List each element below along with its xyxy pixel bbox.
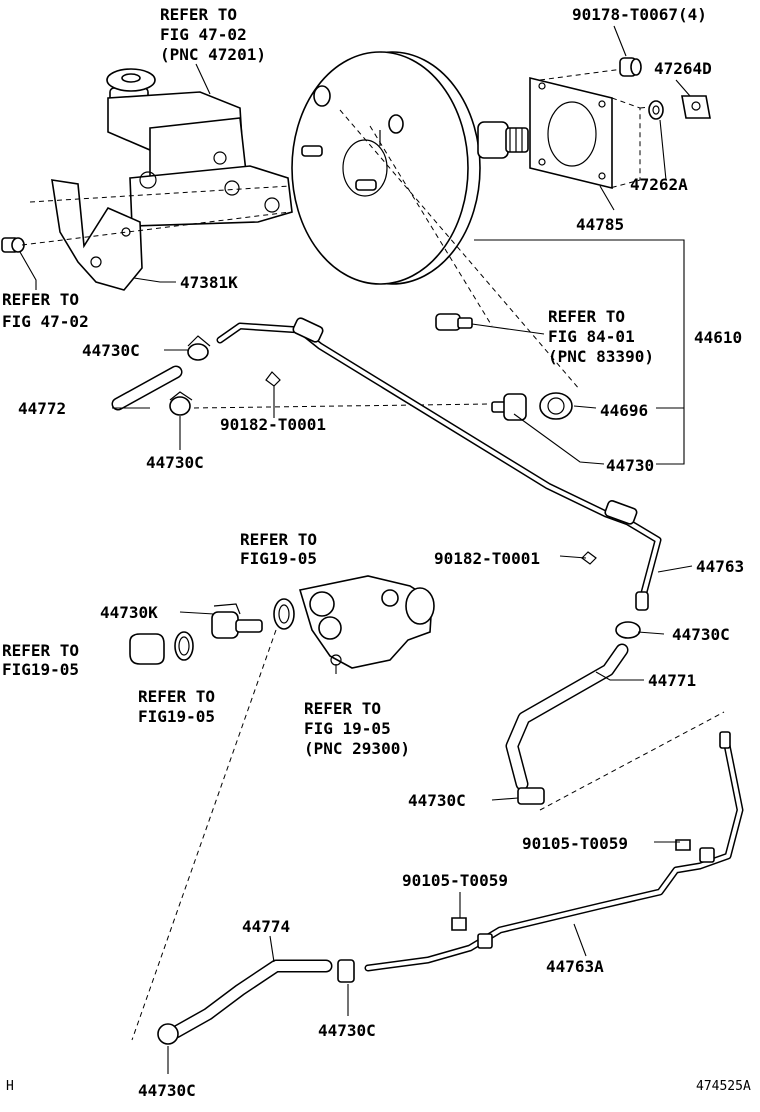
clip-44771-top	[615, 621, 641, 639]
check-valve-44730	[491, 393, 527, 421]
washer-47262a	[648, 100, 664, 120]
bracket-47381k	[51, 179, 143, 291]
label-refer-84-1: REFER TO	[548, 307, 625, 326]
label-refer-left-2: FIG 47-02	[2, 312, 89, 331]
label-refer-master-2: FIG 47-02	[160, 25, 247, 44]
label-44763a: 44763A	[546, 957, 604, 976]
master-cylinder	[106, 68, 323, 227]
gasket-refer-fig19-05	[174, 631, 194, 661]
label-refer-master-3: (PNC 47201)	[160, 45, 266, 64]
label-90105-b: 90105-T0059	[402, 871, 508, 890]
label-90105-a: 90105-T0059	[522, 834, 628, 853]
label-44730c-a: 44730C	[82, 341, 140, 360]
clamp-90182-upper	[265, 371, 281, 387]
label-refer-84-3: (PNC 83390)	[548, 347, 654, 366]
union-44730k	[211, 603, 263, 639]
label-44730k: 44730K	[100, 603, 158, 622]
label-44696: 44696	[600, 401, 648, 420]
gasket-44785	[529, 76, 613, 190]
label-refer-84-2: FIG 84-01	[548, 327, 635, 346]
label-47381k: 47381K	[180, 273, 238, 292]
clip-44771-bottom	[517, 787, 545, 805]
brake-booster	[291, 51, 481, 285]
booster-pushrod	[477, 121, 529, 159]
label-refer-cap-2: FIG19-05	[2, 660, 79, 679]
label-refer-pump-2: FIG19-05	[240, 549, 317, 568]
label-refer-gasket-2: FIG19-05	[138, 707, 215, 726]
part-labels: REFER TO FIG 47-02 (PNC 47201) 90178-T00…	[2, 5, 751, 1100]
label-44771: 44771	[648, 671, 696, 690]
label-refer-vac-2: FIG 19-05	[304, 719, 391, 738]
label-44730c-f: 44730C	[138, 1081, 196, 1100]
hose-44772	[111, 365, 183, 411]
hose-44771	[505, 643, 629, 791]
label-44610: 44610	[694, 328, 742, 347]
tube-44763	[216, 317, 662, 611]
cap-refer-fig19-05	[129, 633, 165, 665]
o-ring-pump	[273, 598, 295, 630]
clip-44774-left	[157, 1023, 179, 1045]
leader-lines	[19, 25, 693, 1074]
label-refer-pump-1: REFER TO	[240, 530, 317, 549]
label-44730c-d: 44730C	[408, 791, 466, 810]
label-44763: 44763	[696, 557, 744, 576]
clamp-90182-lower	[581, 551, 597, 565]
label-nut-90178: 90178-T0067(4)	[572, 5, 707, 24]
label-44730c-b: 44730C	[146, 453, 204, 472]
label-refer-gasket-1: REFER TO	[138, 687, 215, 706]
clevis-47264d	[681, 95, 711, 119]
grommet-44696	[539, 392, 573, 420]
label-47262a: 47262A	[630, 175, 688, 194]
label-47264d: 47264D	[654, 59, 712, 78]
clip-upper-44730c	[187, 335, 211, 361]
label-44730c-e: 44730C	[318, 1021, 376, 1040]
label-refer-vac-1: REFER TO	[304, 699, 381, 718]
label-90182-a: 90182-T0001	[220, 415, 326, 434]
tube-44763a	[364, 731, 744, 972]
label-refer-master-1: REFER TO	[160, 5, 237, 24]
label-refer-left-1: REFER TO	[2, 290, 79, 309]
label-44785: 44785	[576, 215, 624, 234]
hose-44774	[169, 959, 333, 1039]
label-44774: 44774	[242, 917, 290, 936]
label-90182-b: 90182-T0001	[434, 549, 540, 568]
label-refer-cap-1: REFER TO	[2, 641, 79, 660]
bolt-90105-left	[451, 917, 467, 931]
clip-44774-right	[337, 959, 355, 983]
label-44772: 44772	[18, 399, 66, 418]
nut-90178	[619, 57, 642, 77]
corner-mark: H	[6, 1079, 14, 1094]
figure-id: 474525A	[696, 1079, 751, 1094]
label-44730: 44730	[606, 456, 654, 475]
nut-left	[1, 237, 25, 253]
vacuum-pump	[298, 575, 435, 669]
clip-lower-44730c	[169, 391, 193, 416]
vacuum-sensor	[435, 313, 473, 331]
label-refer-vac-3: (PNC 29300)	[304, 739, 410, 758]
label-44730c-c: 44730C	[672, 625, 730, 644]
